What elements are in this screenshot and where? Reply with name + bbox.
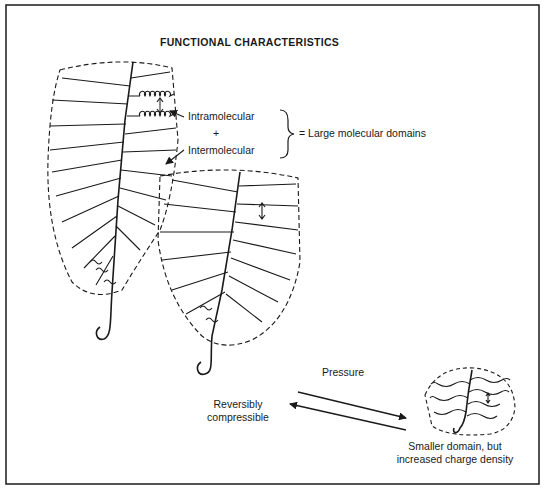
large-molecule <box>158 170 300 374</box>
leader-arrow <box>166 111 184 164</box>
annotation: Intramolecular <box>188 110 255 123</box>
annotation: + <box>213 127 219 140</box>
brace <box>280 110 294 158</box>
frame <box>6 5 539 484</box>
annotation: Intermolecular <box>188 144 255 157</box>
annotation: = Large molecular domains <box>299 127 426 140</box>
annotation: Smaller domain, but increased charge den… <box>392 440 518 465</box>
diagram-title: FUNCTIONAL CHARACTERISTICS <box>160 36 339 49</box>
large-molecule <box>48 62 178 339</box>
compressed-molecule <box>425 368 515 435</box>
arrow-label: Pressure <box>322 366 364 379</box>
equilibrium-arrow <box>290 392 406 430</box>
arrow-label: Reversibly compressible <box>192 398 284 423</box>
